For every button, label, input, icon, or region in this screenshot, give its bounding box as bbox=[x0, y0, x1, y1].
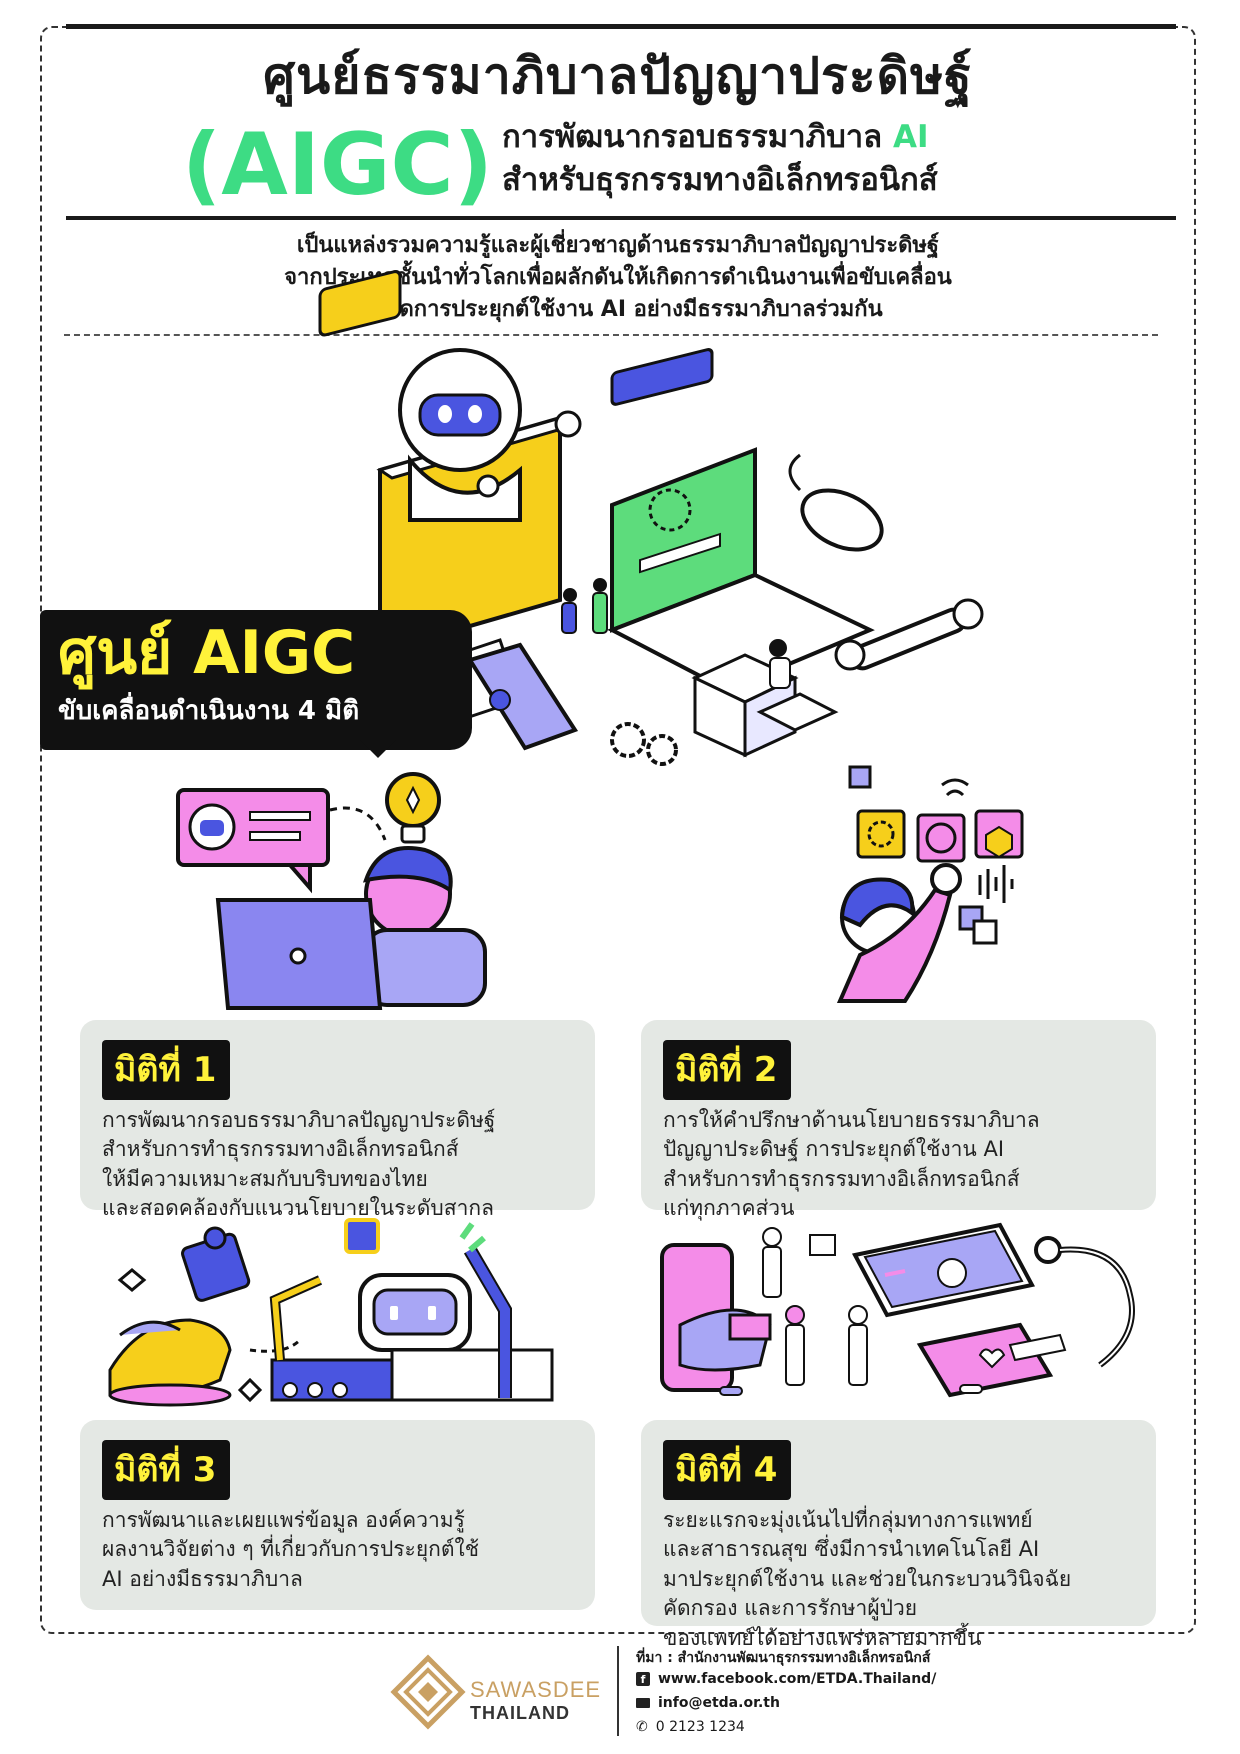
dimension-4-line: ระยะแรกจะมุ่งเน้นไปที่กลุ่มทางการแพทย์ bbox=[663, 1508, 1033, 1532]
dimension-1-line: ให้มีความเหมาะสมกับบริบทของไทย bbox=[102, 1166, 428, 1191]
intro-divider bbox=[64, 334, 1158, 336]
dimension-4-label: มิติที่ 4 bbox=[663, 1440, 792, 1500]
subtitle-ai-highlight: AI bbox=[892, 119, 929, 155]
phone-icon: ✆ bbox=[636, 1719, 648, 1735]
footer-source: ที่มา : สำนักงานพัฒนาธุรกรรมทางอิเล็กทรอ… bbox=[636, 1647, 930, 1669]
doctor-figures bbox=[762, 1227, 868, 1386]
email-icon bbox=[636, 1698, 650, 1708]
laptop-icon bbox=[607, 447, 875, 693]
dimension-1-line: สำหรับการทำธุรกรรมทางอิเล็กทรอนิกส์ bbox=[102, 1137, 459, 1162]
lightbulb-icon bbox=[385, 772, 441, 844]
gear-tile-icon bbox=[856, 809, 906, 859]
wrench-icon bbox=[834, 598, 984, 671]
top-rule bbox=[66, 24, 1176, 29]
footer-email[interactable]: info@etda.or.th bbox=[636, 1695, 780, 1711]
dimension-3-line: AI อย่างมีธรรมาภิบาล bbox=[102, 1566, 303, 1591]
dimension-4-card: มิติที่ 4 ระยะแรกจะมุ่งเน้นไปที่กลุ่มทาง… bbox=[641, 1420, 1156, 1650]
page-title: ศูนย์ธรรมาภิบาลปัญญาประดิษฐ์ bbox=[263, 47, 973, 105]
dimension-3-line: การพัฒนาและเผยแพร่ข้อมูล องค์ความรู้ bbox=[102, 1508, 465, 1532]
yellow-chat-bubble bbox=[318, 270, 402, 337]
dimension-3-label: มิติที่ 3 bbox=[102, 1440, 231, 1500]
facebook-icon: f bbox=[636, 1672, 650, 1686]
illustration-digital-icons bbox=[836, 765, 1024, 1003]
dimension-1-label: มิติที่ 1 bbox=[102, 1040, 231, 1100]
mouse-icon bbox=[800, 488, 884, 552]
page-subtitle: การพัฒนากรอบธรรมาภิบาล AI สำหรับธุรกรรมท… bbox=[502, 116, 938, 202]
email-link[interactable]: info@etda.or.th bbox=[658, 1695, 780, 1711]
dimension-2-card: มิติที่ 2 การให้คำปรึกษาด้านนโยบายธรรมาภ… bbox=[641, 1020, 1156, 1220]
facebook-link[interactable]: www.facebook.com/ETDA.Thailand/ bbox=[658, 1671, 937, 1687]
gear-icon bbox=[610, 722, 646, 758]
box-stack bbox=[691, 653, 839, 758]
subtitle-line2: สำหรับธุรกรรมทางอิเล็กทรอนิกส์ bbox=[502, 161, 938, 198]
dimension-4-line: คัดกรอง และการรักษาผู้ป่วย bbox=[663, 1596, 918, 1621]
aigc-badge: ศูนย์ AIGC ขับเคลื่อนดำเนินงาน 4 มิติ bbox=[40, 610, 472, 750]
dimension-4-description: ระยะแรกจะมุ่งเน้นไปที่กลุ่มทางการแพทย์ แ… bbox=[663, 1506, 1134, 1653]
dimension-2-line: สำหรับการทำธุรกรรมทางอิเล็กทรอนิกส์ bbox=[663, 1166, 1020, 1191]
dimension-4-line: ของแพทย์ได้อย่างแพร่หลายมากขึ้น bbox=[663, 1625, 982, 1650]
intro-text: เป็นแหล่งรวมความรู้และผู้เชี่ยวชาญด้านธร… bbox=[40, 230, 1196, 326]
source-label: ที่มา : bbox=[636, 1650, 673, 1666]
phone-icon bbox=[466, 642, 579, 751]
dimension-2-line: ปัญญาประดิษฐ์ การประยุกต์ใช้งาน AI bbox=[663, 1137, 1005, 1162]
illustration-laptop-person bbox=[176, 772, 487, 1010]
globe-tile-icon bbox=[916, 813, 966, 863]
people-figures bbox=[561, 578, 791, 689]
illustration-medical bbox=[660, 1222, 1135, 1398]
footer-divider bbox=[617, 1646, 619, 1736]
dimension-1-card: มิติที่ 1 การพัฒนากรอบธรรมาภิบาลปัญญาประ… bbox=[80, 1020, 595, 1220]
robot-icon bbox=[398, 348, 582, 522]
dimension-2-line: แก่ทุกภาคส่วน bbox=[663, 1196, 795, 1221]
sawasdee-logo-icon bbox=[390, 1654, 466, 1730]
footer-phone: ✆ 0 2123 1234 bbox=[636, 1719, 745, 1735]
dimension-3-line: ผลงานวิจัยต่าง ๆ ที่เกี่ยวกับการประยุกต์… bbox=[102, 1537, 480, 1562]
dimension-3-card: มิติที่ 3 การพัฒนาและเผยแพร่ข้อมูล องค์ค… bbox=[80, 1420, 595, 1610]
robot-icon bbox=[358, 1273, 472, 1352]
tablet-icon bbox=[851, 1222, 1036, 1318]
intro-line-1: เป็นแหล่งรวมความรู้และผู้เชี่ยวชาญด้านธร… bbox=[296, 233, 940, 258]
dimension-1-line: การพัฒนากรอบธรรมาภิบาลปัญญาประดิษฐ์ bbox=[102, 1108, 496, 1132]
hero-illustration bbox=[318, 270, 984, 766]
phone-number: 0 2123 1234 bbox=[655, 1719, 745, 1735]
source-value: สำนักงานพัฒนาธุรกรรมทางอิเล็กทรอนิกส์ bbox=[677, 1650, 931, 1666]
dimension-2-label: มิติที่ 2 bbox=[663, 1040, 792, 1100]
intro-line-3: ให้เกิดการประยุกต์ใช้งาน AI อย่างมีธรรมา… bbox=[353, 296, 883, 322]
subtitle-line1-prefix: การพัฒนากรอบธรรมาภิบาล bbox=[502, 119, 893, 155]
dimension-4-line: และสาธารณสุข ซึ่งมีการนำเทคโนโลยี AI bbox=[663, 1537, 1040, 1562]
illustration-robot-puzzle bbox=[108, 1218, 554, 1407]
brand-name: SAWASDEE bbox=[470, 1677, 602, 1702]
ai-chip-icon bbox=[344, 1218, 380, 1254]
dimension-2-line: การให้คำปรึกษาด้านนโยบายธรรมาภิบาล bbox=[663, 1108, 1040, 1132]
badge-title: ศูนย์ AIGC bbox=[58, 618, 356, 688]
header-bottom-rule bbox=[66, 216, 1176, 220]
dimension-1-description: การพัฒนากรอบธรรมาภิบาลปัญญาประดิษฐ์ สำหร… bbox=[102, 1106, 573, 1224]
puzzle-piece-icon bbox=[181, 1226, 251, 1302]
footer-facebook[interactable]: f www.facebook.com/ETDA.Thailand/ bbox=[636, 1671, 936, 1687]
badge-subtitle: ขับเคลื่อนดำเนินงาน 4 มิติ bbox=[58, 696, 360, 726]
dimension-2-description: การให้คำปรึกษาด้านนโยบายธรรมาภิบาล ปัญญา… bbox=[663, 1106, 1134, 1224]
brand-subtitle: THAILAND bbox=[470, 1703, 570, 1723]
dimension-4-line: มาประยุกต์ใช้งาน และช่วยในกระบวนวินิจฉัย bbox=[663, 1566, 1072, 1591]
dimension-1-line: และสอดคล้องกับแนวนโยบายในระดับสากล bbox=[102, 1196, 494, 1221]
dimension-3-description: การพัฒนาและเผยแพร่ข้อมูล องค์ความรู้ ผลง… bbox=[102, 1506, 573, 1594]
stethoscope-icon bbox=[1034, 1236, 1135, 1368]
gear-icon bbox=[646, 734, 678, 766]
badge-pointer bbox=[360, 740, 396, 758]
aigc-acronym: (AIGC) bbox=[182, 115, 493, 215]
blue-chat-bubble bbox=[610, 348, 714, 406]
